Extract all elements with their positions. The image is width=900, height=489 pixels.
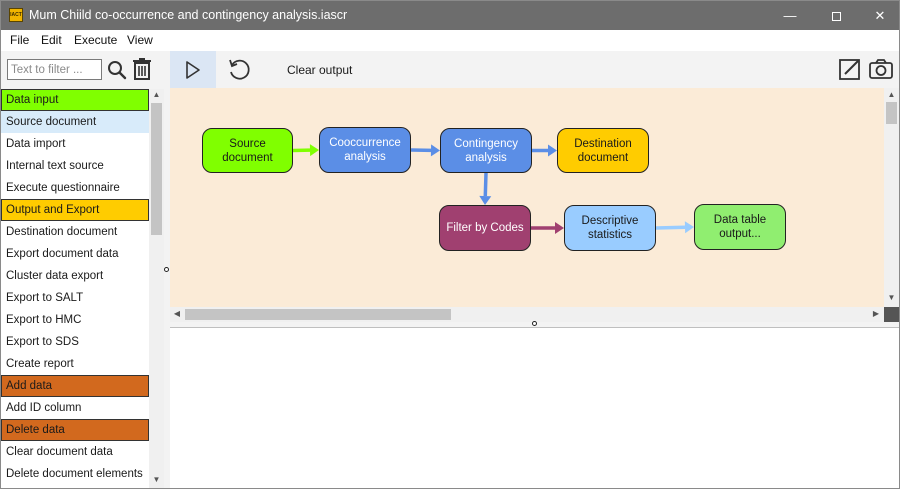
tool-item[interactable]: Internal text source <box>6 160 104 172</box>
workflow-edge-arrowhead <box>430 144 440 157</box>
canvas-horizontal-scrollbar[interactable]: ◀ ▶ <box>170 307 884 322</box>
menu-bar: File Edit Execute View <box>1 30 899 51</box>
tool-item[interactable]: Export to SALT <box>6 292 84 304</box>
tool-category[interactable]: Delete data <box>1 419 149 441</box>
window-title: Mum Chiild co-occurrence and contingency… <box>29 8 348 22</box>
maximize-button[interactable] <box>813 1 859 30</box>
workflow-node-filter[interactable]: Filter by Codes <box>439 205 531 251</box>
filter-input[interactable] <box>7 59 102 80</box>
tool-category[interactable]: Output and Export <box>1 199 149 221</box>
workflow-node-cooc[interactable]: Cooccurrence analysis <box>319 127 411 173</box>
workflow-node-dest[interactable]: Destination document <box>557 128 649 173</box>
maximize-icon <box>831 12 841 22</box>
workflow-canvas[interactable]: Source document Cooccurrence analysis Cont… <box>170 88 884 307</box>
tool-list-scrollbar[interactable]: ▲ ▼ <box>149 89 164 488</box>
scroll-thumb[interactable] <box>185 309 451 320</box>
tool-item[interactable]: Clear document data <box>6 446 113 458</box>
workflow-edge-arrowhead <box>479 195 492 205</box>
menu-view[interactable]: View <box>127 33 153 47</box>
tool-item[interactable]: Destination document <box>6 226 118 238</box>
search-icon <box>108 61 127 80</box>
tool-item[interactable]: Delete document elements <box>6 468 143 480</box>
run-button[interactable] <box>170 51 216 88</box>
menu-file[interactable]: File <box>10 33 30 47</box>
minimize-button[interactable]: — <box>767 1 813 30</box>
edit-icon <box>839 59 860 80</box>
scroll-left-icon[interactable]: ◀ <box>173 309 181 318</box>
workflow-edges <box>292 144 694 234</box>
app-logo-icon: IACT <box>9 8 23 22</box>
tool-category[interactable]: Add data <box>1 375 149 397</box>
workflow-edge-arrowhead <box>555 222 564 234</box>
camera-icon <box>869 59 893 79</box>
tool-item[interactable]: Create report <box>6 358 74 370</box>
refresh-icon <box>229 59 250 80</box>
scroll-corner <box>884 307 899 322</box>
workflow-node-desc[interactable]: Descriptive statistics <box>564 205 656 251</box>
edit-button[interactable] <box>838 57 862 81</box>
scroll-thumb[interactable] <box>151 103 162 235</box>
tool-category[interactable]: Data input <box>1 89 149 111</box>
tool-item[interactable]: Export to HMC <box>6 314 82 326</box>
menu-execute[interactable]: Execute <box>74 33 118 47</box>
horizontal-splitter-handle[interactable] <box>532 321 537 326</box>
workflow-node-source[interactable]: Source document <box>202 128 293 173</box>
scroll-up-icon[interactable]: ▲ <box>152 90 161 99</box>
clear-filter-button[interactable] <box>131 57 153 81</box>
minimize-icon: — <box>783 8 797 23</box>
tool-item[interactable]: Cluster data export <box>6 270 104 282</box>
workspace: Clear output Source document Cooccurrence… <box>170 51 899 488</box>
tool-item[interactable]: Execute questionnaire <box>6 182 120 194</box>
scroll-down-icon[interactable]: ▼ <box>152 475 161 484</box>
output-panel[interactable] <box>170 327 899 488</box>
scroll-up-icon[interactable]: ▲ <box>887 90 896 99</box>
workflow-node-table[interactable]: Data table output... <box>694 204 786 250</box>
canvas-vertical-scrollbar[interactable]: ▲ ▼ <box>884 88 899 307</box>
close-icon: ✕ <box>874 8 886 23</box>
play-icon <box>186 61 200 79</box>
scroll-right-icon[interactable]: ▶ <box>872 309 880 318</box>
tool-item[interactable]: Export document data <box>6 248 119 260</box>
menu-edit[interactable]: Edit <box>41 33 62 47</box>
toolbar: Clear output <box>170 51 899 88</box>
workflow-edge-arrowhead <box>684 221 694 234</box>
trash-icon <box>133 58 151 80</box>
scroll-thumb[interactable] <box>886 102 897 124</box>
workflow-node-cont[interactable]: Contingency analysis <box>440 128 532 173</box>
title-bar[interactable]: IACT Mum Chiild co-occurrence and contin… <box>1 1 899 30</box>
workflow-edge <box>483 172 488 197</box>
workflow-edge-arrowhead <box>309 144 319 157</box>
workflow-edge-arrowhead <box>548 144 557 157</box>
tool-item[interactable]: Data import <box>6 138 66 150</box>
workflow-edge <box>655 225 686 230</box>
search-button[interactable] <box>106 59 128 81</box>
tool-item[interactable]: Source document <box>1 111 149 133</box>
scroll-down-icon[interactable]: ▼ <box>887 293 896 302</box>
reset-button[interactable] <box>226 56 254 84</box>
vertical-splitter-handle[interactable] <box>164 267 169 272</box>
tool-item[interactable]: Export to SDS <box>6 336 79 348</box>
tool-item[interactable]: Add ID column <box>6 402 82 414</box>
clear-output-button[interactable]: Clear output <box>287 63 353 77</box>
close-button[interactable]: ✕ <box>857 1 899 30</box>
screenshot-button[interactable] <box>868 57 894 81</box>
